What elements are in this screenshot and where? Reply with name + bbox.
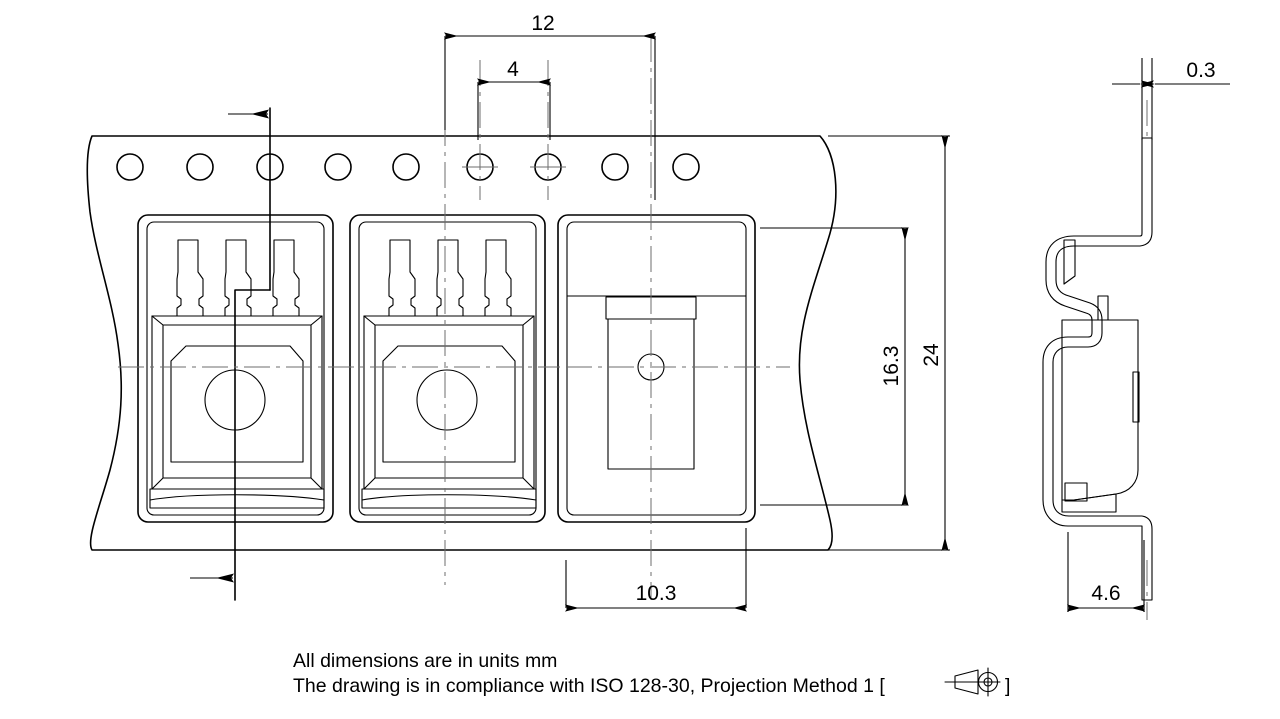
- sprocket-hole: [186, 153, 214, 181]
- pocket-inner-wall: [566, 221, 747, 516]
- sprocket-hole: [601, 153, 629, 181]
- notes-block: All dimensions are in units mm The drawi…: [293, 650, 1010, 697]
- sprocket-hole: [672, 153, 700, 181]
- connector-side-notch: [1132, 371, 1140, 423]
- dimension-4-6: 4.6: [1067, 532, 1145, 612]
- pocket-3: [557, 214, 756, 523]
- connector-face: [382, 345, 516, 463]
- dimension-12-text: 12: [531, 12, 554, 35]
- dimension-16-3: 16.3: [760, 227, 909, 506]
- connector-face: [170, 345, 304, 463]
- connector-side-profile: [1061, 239, 1140, 513]
- dimension-16-3-text: 16.3: [880, 346, 903, 387]
- dimension-0-3: 0.3: [1112, 58, 1230, 140]
- dimension-24: 24: [828, 135, 950, 551]
- section-line-lower: [234, 289, 271, 601]
- tape-wall-section: [1042, 137, 1153, 601]
- dimension-12: 12: [444, 12, 656, 200]
- pocket-outer-wall: [557, 214, 756, 523]
- connector-side-skirt: [1061, 493, 1117, 513]
- sprocket-hole: [392, 153, 420, 181]
- connector-side-pin-lower: [1097, 295, 1109, 321]
- section-view: 0.3 4.6: [1042, 58, 1230, 620]
- dimension-10-3-text: 10.3: [636, 582, 677, 605]
- first-angle-projection-symbol: [944, 667, 1001, 697]
- dimension-4-6-text: 4.6: [1091, 582, 1120, 605]
- dimension-10-3: 10.3: [565, 528, 747, 612]
- standard-note-close-text: ]: [1005, 675, 1010, 697]
- connector-center-hole: [416, 369, 478, 431]
- dimension-0-3-text: 0.3: [1186, 59, 1215, 82]
- connector-body-bevels: [151, 315, 323, 490]
- dimension-24-text: 24: [920, 343, 943, 367]
- section-cut-line: [190, 107, 271, 601]
- pocket-2: [349, 214, 546, 523]
- sprocket-hole: [116, 153, 144, 181]
- pocket-inner-wall: [358, 221, 537, 516]
- dimension-4: 4: [477, 58, 551, 140]
- connector-skirt-curve: [361, 494, 537, 501]
- connector-skirt: [149, 488, 325, 509]
- connector-side-pin-upper: [1063, 239, 1076, 285]
- connector-side-foot: [1064, 482, 1088, 502]
- connector-body-bevels: [363, 315, 535, 490]
- connector-skirt: [361, 488, 537, 509]
- dimension-4-text: 4: [507, 58, 519, 81]
- projection-cone-icon: [954, 669, 979, 695]
- units-note-text: All dimensions are in units mm: [293, 650, 557, 672]
- standard-note-text: The drawing is in compliance with ISO 12…: [293, 675, 885, 697]
- pocket-outer-wall: [349, 214, 546, 523]
- top-view-carrier-tape: [86, 36, 837, 601]
- sprocket-hole: [324, 153, 352, 181]
